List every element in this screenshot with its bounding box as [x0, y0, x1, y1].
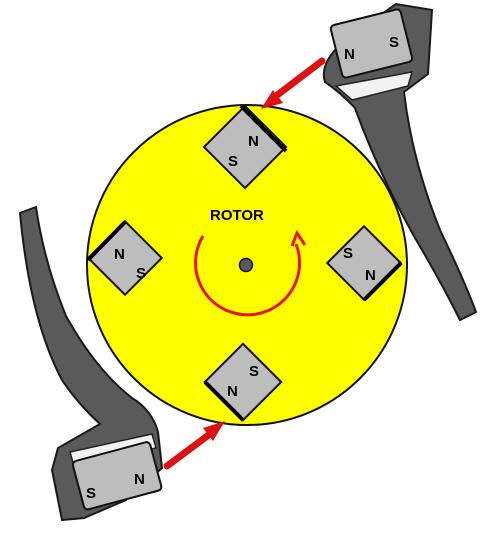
lower-push-arrow	[163, 421, 225, 470]
lower-left-stator: S N	[18, 205, 164, 522]
lower-left-pole-b: N	[134, 471, 145, 488]
rotor-left-pole-a: N	[114, 246, 125, 263]
upper-right-stator: N S	[322, 2, 478, 322]
upper-right-stator-magnet	[329, 8, 414, 79]
rotor-axle	[238, 257, 254, 273]
rotor-left-pole-b: S	[136, 265, 146, 282]
upper-right-pole-b: S	[389, 34, 399, 51]
rotor-magnet-left: N S	[86, 219, 164, 297]
rotation-arrow	[194, 235, 302, 317]
upper-right-arm-lip	[334, 71, 414, 101]
rotor-magnet-right: S N	[325, 224, 403, 302]
rotor-right-pole-b: N	[365, 267, 376, 284]
rotor-top-pole-a: N	[248, 133, 259, 150]
rotor-magnet-top: N S	[202, 104, 288, 190]
rotor-bottom-pole-b: N	[227, 383, 238, 400]
rotor-bottom-pole-a: S	[249, 363, 259, 380]
rotor-magnet-bottom: S N	[203, 342, 283, 422]
rotor-right-pole-a: S	[343, 245, 353, 262]
rotation-arrowhead	[290, 229, 307, 247]
lower-left-stator-magnet	[71, 441, 163, 511]
rotor-label: ROTOR	[210, 207, 264, 224]
upper-right-pole-a: N	[344, 46, 355, 63]
rotor-top-pole-b: S	[228, 153, 238, 170]
upper-push-arrow	[261, 57, 326, 109]
lower-left-pole-a: S	[86, 485, 96, 502]
rotor: N S N S S N S N ROTOR	[86, 104, 408, 426]
